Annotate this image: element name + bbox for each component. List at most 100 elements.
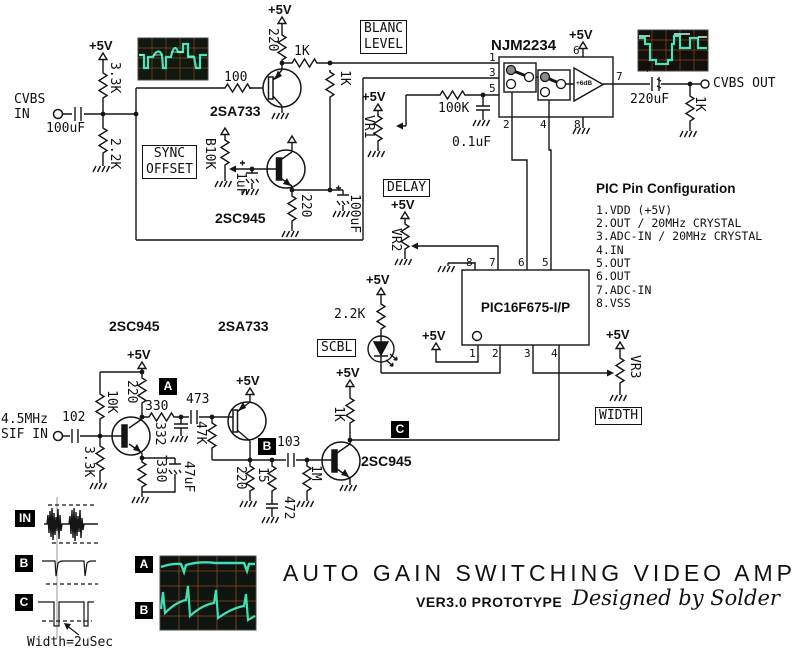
cap-b-gnd-value: 472	[281, 496, 296, 520]
res-q3-emit-value: 330	[153, 459, 168, 483]
pot-b10k-label: B10K	[202, 138, 217, 170]
njm-switch-contacts	[505, 64, 567, 98]
res-blanc-shunt-value: 1K	[337, 70, 352, 86]
pic-pin-4: 4	[551, 347, 558, 360]
pic-pin-7: 7	[489, 256, 496, 269]
res-led-value: 2.2K	[334, 307, 366, 322]
oscilloscope-capture-ab	[159, 555, 257, 631]
res-q4-bias-value: 47K	[193, 421, 208, 445]
njm-pin-1: 1	[489, 51, 496, 64]
cvbs-out-label: CVBS OUT	[713, 76, 776, 91]
cap-sif-in-value: 102	[62, 410, 86, 425]
cap-cvbs-out-value: 220uF	[630, 92, 670, 107]
wave-tag-in: IN	[15, 510, 35, 527]
scope-tag-b: B	[135, 602, 153, 619]
vcc-label-pic1: +5V	[422, 328, 446, 343]
vcc-label-vr3: +5V	[606, 327, 630, 342]
width-note: Width=2uSec	[27, 635, 114, 650]
sync-offset-line1: SYNC	[153, 146, 186, 161]
pic-pin-5: 5	[542, 256, 549, 269]
res-sif-dn-value: 3.3K	[81, 446, 96, 478]
pic-pin-1: 1	[469, 347, 476, 360]
pot-vr3-label: VR3	[627, 355, 642, 379]
res-b-shunt-value: 15	[255, 467, 270, 483]
junction-dots	[97, 60, 693, 463]
cap-sync-value: 1uF	[233, 172, 248, 196]
res-out-load-value: 1K	[692, 96, 707, 112]
node-tag-a: A	[159, 378, 177, 395]
sif-in-label-1: 4.5MHz	[1, 412, 48, 427]
pic-pin-3: 3	[524, 347, 531, 360]
vcc-label-vr1: +5V	[362, 89, 386, 104]
pic-pin-2: 2	[492, 347, 499, 360]
vcc-label-in: +5V	[89, 38, 113, 53]
pic-name: PIC16F675-I/P	[480, 300, 571, 315]
cap-polarity-mark: *	[643, 62, 653, 80]
pic-pin-6: 6	[518, 256, 525, 269]
oscilloscope-capture-input	[137, 37, 209, 81]
width-box: WIDTH	[595, 407, 643, 425]
cvbs-in-label-2: IN	[14, 107, 30, 122]
q1-name: 2SA733	[210, 103, 261, 119]
vcc-label-q4: +5V	[236, 373, 260, 388]
res-njm-in-value: 100K	[438, 101, 470, 116]
pin-config-line-1: 1.VDD (+5V)	[596, 203, 673, 217]
cap-cvbs-in-value: 100uF	[46, 121, 86, 136]
wire-network	[62, 16, 710, 524]
node-tag-b: B	[258, 438, 276, 455]
res-in-up-value: 3.3K	[107, 62, 122, 94]
vcc-label-q5: +5V	[336, 365, 360, 380]
wave-tag-c: C	[15, 594, 33, 611]
pin-config-heading: PIC Pin Configuration	[596, 181, 736, 196]
njm-pin-6: 6	[573, 44, 580, 57]
cap-a-shunt-value: 332	[152, 422, 167, 446]
sif-in-label-2: SIF IN	[1, 427, 48, 442]
version-label: VER3.0 PROTOTYPE	[416, 594, 563, 610]
pin-config-line-4: 4.IN	[596, 243, 624, 257]
blanc-level-line1: BLANC	[364, 21, 404, 36]
njm-pin-8: 8	[574, 118, 581, 131]
res-blanc-series-value: 1K	[294, 44, 310, 59]
blanc-level-line2: LEVEL	[364, 37, 404, 52]
pot-vr1-label: VR1	[361, 115, 376, 139]
pin-config-line-6: 6.OUT	[596, 269, 631, 283]
cap-a-series-value: 473	[186, 392, 210, 407]
njm-pin-5: 5	[489, 82, 496, 95]
res-q5-col-value: 1K	[331, 406, 346, 422]
page-title: AUTO GAIN SWITCHING VIDEO AMP	[283, 560, 797, 586]
cap-b-series-value: 103	[277, 435, 301, 450]
sync-offset-box: SYNC OFFSET	[142, 145, 197, 179]
res-in-dn-value: 2.2K	[107, 138, 122, 170]
arrowheads	[64, 70, 614, 630]
transistors	[111, 68, 361, 481]
res-q4-col-value: 220	[233, 466, 248, 490]
pin-config-line-2: 2.OUT / 20MHz CRYSTAL	[596, 216, 742, 230]
credit-label: Designed by Solder	[572, 586, 780, 610]
vcc-label-vr2: +5V	[391, 197, 415, 212]
njm-name: NJM2234	[491, 37, 557, 54]
vcc-label-njm: +5V	[569, 27, 593, 42]
node-tag-c: C	[391, 421, 409, 438]
res-q2-emit-value: 220	[298, 194, 313, 218]
vcc-label-led: +5V	[366, 272, 390, 287]
pic-pin-8: 8	[466, 256, 473, 269]
res-q1-emit-value: 220	[265, 28, 280, 52]
sync-offset-line2: OFFSET	[146, 162, 193, 177]
blanc-level-box: BLANC LEVEL	[360, 20, 408, 54]
pin-config-line-7: 7.ADC-IN	[596, 283, 652, 297]
njm-pin-7: 7	[616, 70, 623, 83]
vcc-label-q3: +5V	[127, 347, 151, 362]
cap-q3-byp-value: 47uF	[181, 461, 196, 493]
q3-name: 2SC945	[109, 318, 160, 334]
njm-pin-4: 4	[540, 118, 547, 131]
cvbs-in-label-1: CVBS	[14, 92, 46, 107]
njm-pin-3: 3	[489, 66, 496, 79]
oscilloscope-capture-output	[637, 29, 709, 72]
cap-njm-in-value: 0.1uF	[452, 135, 492, 150]
res-q3-col-value: 220	[124, 380, 139, 404]
scope-tag-a: A	[135, 556, 153, 573]
wave-tag-b: B	[15, 555, 33, 572]
delay-box: DELAY	[383, 179, 431, 197]
